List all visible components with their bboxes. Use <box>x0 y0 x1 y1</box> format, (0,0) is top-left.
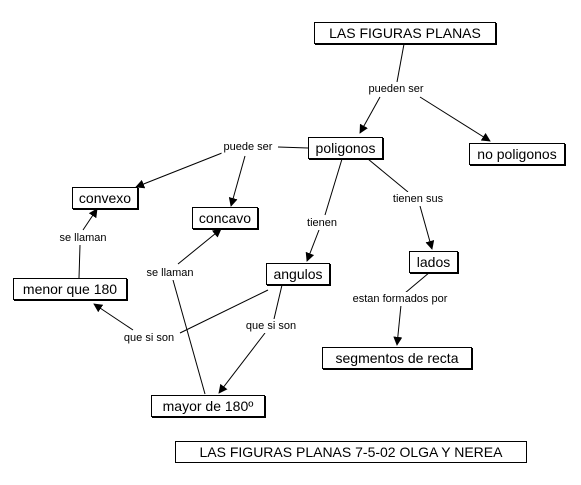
connector-poligonos-to-tienen <box>324 158 343 216</box>
node-poligonos: poligonos <box>308 137 383 159</box>
connector-mayor-to-se-llaman <box>172 279 206 395</box>
node-segmentos-de-recta: segmentos de recta <box>322 347 472 369</box>
arrow-tienen-to-angulos <box>305 229 320 262</box>
arrow-pueden-ser-to-no-poligonos <box>419 96 491 142</box>
node-no-poligonos: no poligonos <box>469 143 565 165</box>
link-label-puede-ser: puede ser <box>221 140 275 154</box>
connector-poligonos-to-tienen-sus <box>367 158 409 193</box>
node-angulos: angulos <box>266 263 330 285</box>
connector-angulos-to-que-si-son-right <box>273 284 283 320</box>
arrow-que-si-son-to-menor <box>93 303 134 331</box>
link-label-que-si-son-menor: que si son <box>121 331 177 345</box>
connector-lados-to-estan-formados <box>404 271 431 294</box>
link-label-tienen-sus: tienen sus <box>390 192 446 206</box>
node-concavo: concavo <box>192 207 258 229</box>
arrow-tienen-sus-to-lados <box>419 205 435 250</box>
node-las-figuras-planas: LAS FIGURAS PLANAS <box>314 22 496 44</box>
arrow-puede-ser-to-concavo <box>228 155 246 207</box>
node-mayor-de-180: mayor de 180º <box>151 395 265 417</box>
node-convexo: convexo <box>72 187 138 209</box>
link-label-estan-formados-por: estan formados por <box>350 292 450 306</box>
arrow-puede-ser-to-convexo <box>135 152 223 189</box>
arrow-que-si-son-to-mayor <box>218 332 266 394</box>
arrow-se-llaman-to-convexo <box>82 208 98 231</box>
arrow-pueden-ser-to-poligonos <box>359 96 381 134</box>
connector-angulos-to-que-si-son-left <box>179 289 269 334</box>
node-menor-que-180: menor que 180 <box>13 278 127 300</box>
arrow-se-llaman-to-concavo <box>177 228 222 265</box>
link-label-se-llaman-convexo: se llaman <box>57 231 109 245</box>
connector-figuras-to-pueden-ser <box>396 43 405 83</box>
node-lados: lados <box>409 251 458 273</box>
link-label-se-llaman-concavo: se llaman <box>144 266 196 280</box>
connector-menor-to-se-llaman <box>78 244 81 279</box>
footer-caption: LAS FIGURAS PLANAS 7-5-02 OLGA Y NEREA <box>175 441 527 463</box>
connector-poligonos-to-puede-ser <box>277 146 309 149</box>
link-label-que-si-son-mayor: que si son <box>243 319 299 333</box>
arrow-estan-formados-to-segmentos <box>393 304 403 346</box>
link-label-pueden-ser: pueden ser <box>366 82 426 96</box>
link-label-tienen: tienen <box>305 216 339 230</box>
